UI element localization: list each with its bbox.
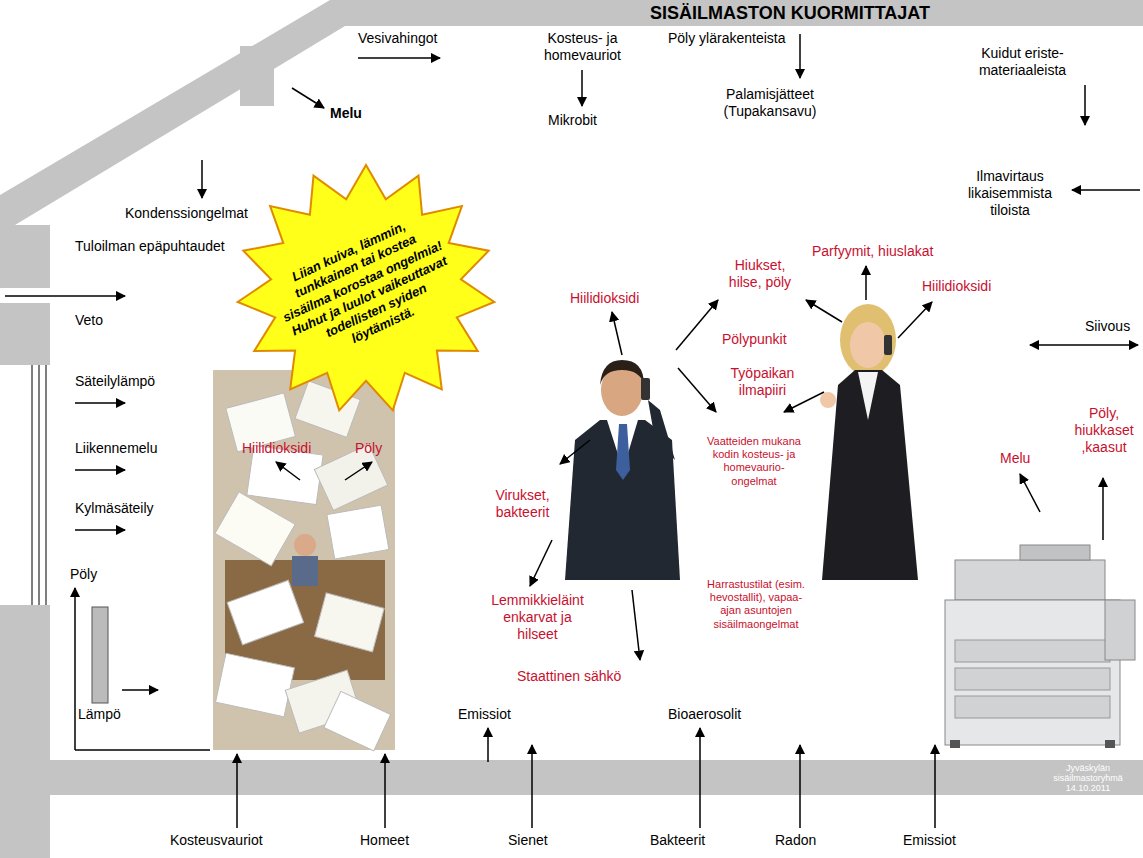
label-text: Mikrobit <box>548 112 597 129</box>
label-text: Ilmavirtaus likaisemmista tiloista <box>955 168 1065 218</box>
diagram-title: SISÄILMASTON KUORMITTAJAT <box>650 3 930 24</box>
window-line <box>38 365 40 605</box>
paper-desk-picture <box>213 370 395 751</box>
roof <box>0 0 1143 225</box>
label-text: Siivous <box>1085 318 1130 335</box>
label-text: Lämpö <box>78 706 121 723</box>
label-text: Työpaikan ilmapiiri <box>715 365 810 399</box>
label-text: Bakteerit <box>650 832 705 849</box>
label-text: Kosteus- ja homevauriot <box>535 30 630 64</box>
starburst-outline <box>238 165 495 410</box>
wall <box>0 225 50 288</box>
man-picture <box>565 360 680 580</box>
radiator <box>92 607 108 703</box>
label-text: Melu <box>330 105 362 122</box>
label-text: Bioaerosolit <box>668 706 741 723</box>
label-text: Harrastustilat (esim. hevostallit), vapa… <box>705 578 807 631</box>
label-text: Staattinen sähkö <box>517 668 621 685</box>
wall <box>0 605 50 858</box>
label-text: Kylmäsäteily <box>75 500 154 517</box>
pipe <box>75 749 210 751</box>
label-text: Liikennemelu <box>75 440 158 457</box>
label-text: Virukset, bakteerit <box>480 487 565 521</box>
label-text: Homeet <box>360 832 409 849</box>
label-text: Kosteusvauriot <box>170 832 263 849</box>
window-line <box>31 365 33 605</box>
label-text: Pöly ylärakenteista <box>668 30 786 47</box>
label-text: Pölypunkit <box>722 331 787 348</box>
label-text: Säteilylämpö <box>75 373 155 390</box>
label-text: Radon <box>775 832 816 849</box>
woman-picture <box>820 304 918 580</box>
floor <box>50 760 1143 795</box>
label-text: Pöly <box>70 566 97 583</box>
label-text: Kondenssiongelmat <box>125 205 248 222</box>
starburst-callout: Liian kuiva, lämmin, tunkkainen tai kost… <box>235 163 497 415</box>
label-text: Emissiot <box>458 706 511 723</box>
wall <box>0 303 50 365</box>
label-text: Parfyymit, hiuslakat <box>812 243 933 260</box>
label-text: Hiukset, hilse, pöly <box>720 257 800 291</box>
label-text: Tuloilman epäpuhtaudet <box>75 238 225 255</box>
label-text: Jyväskylän sisäilmastoryhmä 14.10.2011 <box>1038 764 1138 794</box>
label-text: Emissiot <box>903 832 956 849</box>
label-text: Veto <box>75 312 103 329</box>
label-text: Sienet <box>508 832 548 849</box>
window-line <box>45 365 47 605</box>
label-text: Pöly <box>355 440 382 457</box>
label-text: Lemmikkieläint enkarvat ja hilseet <box>485 592 590 642</box>
label-text: Kuidut eriste- materiaaleista <box>965 45 1080 79</box>
label-text: Hiilidioksidi <box>242 440 311 457</box>
label-text: Melu <box>1000 450 1030 467</box>
chimney <box>240 46 274 106</box>
label-text: Pöly, hiukkaset ,kaasut <box>1070 405 1138 455</box>
leader-arrows <box>5 34 1140 828</box>
label-text: Palamisjätteet (Tupakansavu) <box>700 86 840 120</box>
label-text: Hiilidioksidi <box>570 290 639 307</box>
label-text: Vaatteiden mukana kodin kosteus- ja home… <box>705 435 803 488</box>
label-text: Hiilidioksidi <box>922 278 991 295</box>
label-text: Vesivahingot <box>358 30 437 47</box>
copier-picture <box>945 545 1135 748</box>
